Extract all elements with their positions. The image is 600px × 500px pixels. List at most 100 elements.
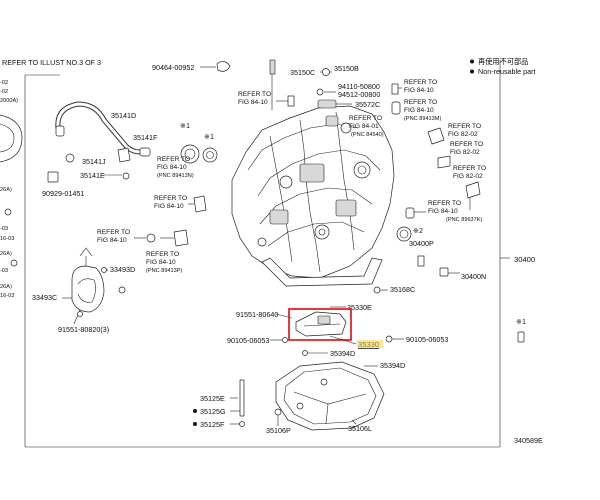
part-35141J: 35141J <box>82 157 106 166</box>
part-35150B: 35150B <box>334 64 359 73</box>
ref-block-5: REFER TO FIG 82-02 <box>448 123 481 138</box>
refer-illust-text: REFER TO ILLUST NO.3 OF 3 <box>2 58 101 67</box>
svg-text:16-03: 16-03 <box>0 236 14 242</box>
part-91551-820: 91551-80820(3) <box>58 325 109 334</box>
svg-text:26A): 26A) <box>0 284 12 290</box>
svg-text:FIG 84-10: FIG 84-10 <box>428 208 458 215</box>
ref-block-9: REFER TO FIG 84-10 (PNC 89413N) <box>157 156 194 179</box>
legend-dot-icon <box>470 69 474 74</box>
nonreusable-dot-icon <box>193 422 197 426</box>
highlight-box <box>288 308 352 341</box>
svg-text:26A): 26A) <box>0 251 12 257</box>
side-cover-part <box>71 265 105 313</box>
ref-block-11: REFER TO FIG 84-10 <box>97 229 130 244</box>
bolt-part <box>10 259 18 267</box>
svg-text:-02: -02 <box>0 80 8 86</box>
part-35330-mark <box>357 340 383 348</box>
part-35168C: 35168C <box>390 285 415 294</box>
svg-text:FIG 82-02: FIG 82-02 <box>453 173 483 180</box>
svg-text:FIG 84-10: FIG 84-10 <box>238 99 268 106</box>
part-35330E: 35330E <box>347 303 372 312</box>
drain-plug-part <box>517 331 525 343</box>
dipstick-part <box>269 59 276 75</box>
part-35572C: 35572C <box>355 100 380 109</box>
ref-block-10: REFER TO FIG 84-10 <box>154 195 187 210</box>
part-90929: 90929-01451 <box>42 189 84 198</box>
part-90105-b: 90105-06053 <box>406 335 448 344</box>
part-35106P: 35106P <box>266 426 291 435</box>
svg-text:FIG 84-10: FIG 84-10 <box>154 203 184 210</box>
clip-part <box>216 61 231 72</box>
torque-converter-part <box>0 114 23 163</box>
part-30400P: 30400P <box>409 239 434 248</box>
svg-text:(PNC 89637K): (PNC 89637K) <box>446 217 483 223</box>
part-35141D: 35141D <box>111 111 136 120</box>
bolt-part <box>4 208 12 216</box>
part-35106L: 35106L <box>348 424 372 433</box>
svg-text:REFER TO: REFER TO <box>146 251 179 258</box>
part-35394D-b: 35394D <box>380 361 405 370</box>
nonreusable-dot-icon <box>193 409 197 413</box>
part-33493D: 33493D <box>110 265 135 274</box>
svg-text:REFER TO: REFER TO <box>157 156 190 163</box>
svg-text:16-03: 16-03 <box>0 293 14 299</box>
svg-text:2000A): 2000A) <box>0 98 18 104</box>
oil-seal-part <box>202 147 218 163</box>
part-94512: 94512-00800 <box>338 90 380 99</box>
svg-text:FIG 82-02: FIG 82-02 <box>448 131 478 138</box>
svg-text:FIG 84-10: FIG 84-10 <box>404 107 434 114</box>
ref-block-7: REFER TO FIG 82-02 <box>453 165 486 180</box>
part-35125F: 35125F <box>200 420 225 429</box>
part-90105-a: 90105-06053 <box>227 336 269 345</box>
oil-seal-part <box>180 144 200 164</box>
svg-text:FIG 82-02: FIG 82-02 <box>450 149 480 156</box>
mark-2: ※2 <box>413 226 423 235</box>
svg-text:REFER TO: REFER TO <box>349 115 382 122</box>
oil-pan-part <box>275 361 385 431</box>
svg-text:FIG 84-10: FIG 84-10 <box>146 259 176 266</box>
svg-text:REFER TO: REFER TO <box>154 195 187 202</box>
part-33493C: 33493C <box>32 293 57 302</box>
ref-block-8: REFER TO FIG 84-10 (PNC 89637K) <box>428 200 483 223</box>
svg-text:26A): 26A) <box>0 187 12 193</box>
transmission-case <box>231 105 395 279</box>
ref-block-6: REFER TO FIG 82-02 <box>450 141 483 156</box>
pan-bolt-part <box>239 379 245 417</box>
ref-block-2: REFER TO FIG 84-10 <box>404 79 437 94</box>
svg-text:FIG 84-10: FIG 84-10 <box>404 87 434 94</box>
svg-text:(PNC 89413M): (PNC 89413M) <box>404 116 441 122</box>
part-94110: 94110-50800 <box>338 82 380 91</box>
part-91551-640: 91551-80640 <box>236 310 278 319</box>
legend-dot-icon <box>470 59 474 64</box>
part-35125G: 35125G <box>200 407 226 416</box>
part-90464: 90464-00952 <box>152 63 194 72</box>
svg-text:REFER TO: REFER TO <box>450 141 483 148</box>
part-35141F: 35141F <box>133 133 158 142</box>
svg-text:REFER TO: REFER TO <box>428 200 461 207</box>
mark-1a: ※1 <box>180 121 190 130</box>
left-edge-labels: -02 -02 2000A) 26A) -03 16-03 26A) -03 2… <box>0 80 18 299</box>
ref-block-3: REFER TO FIG 84-01 (PNC 84540) <box>349 115 384 138</box>
part-35125E: 35125E <box>200 394 225 403</box>
svg-text:REFER TO: REFER TO <box>97 229 130 236</box>
svg-text:REFER TO: REFER TO <box>404 79 437 86</box>
svg-text:REFER TO: REFER TO <box>404 99 437 106</box>
footer-code: 340589E <box>514 436 543 445</box>
svg-text:(PNC 84540): (PNC 84540) <box>351 132 384 138</box>
svg-text:REFER TO: REFER TO <box>238 91 271 98</box>
svg-text:(PNC 89413N): (PNC 89413N) <box>157 173 194 179</box>
part-30400: 30400 <box>514 255 535 264</box>
svg-text:REFER TO: REFER TO <box>453 165 486 172</box>
ref-block-1: REFER TO FIG 84-10 <box>238 91 271 106</box>
svg-text:FIG 84-01: FIG 84-01 <box>349 123 379 130</box>
legend-jp-text: 再使用不可部品 <box>478 57 528 66</box>
ref-block-4: REFER TO FIG 84-10 (PNC 89413M) <box>404 99 441 122</box>
part-35394D-a: 35394D <box>330 349 355 358</box>
cooler-bolt-part <box>47 171 59 183</box>
legend-nonreusable-text: Non-reusable part <box>478 67 536 76</box>
mark-1c: ※1 <box>516 317 526 326</box>
svg-text:-03: -03 <box>0 268 8 274</box>
svg-text:-02: -02 <box>0 89 8 95</box>
o-ring-part <box>396 226 412 242</box>
